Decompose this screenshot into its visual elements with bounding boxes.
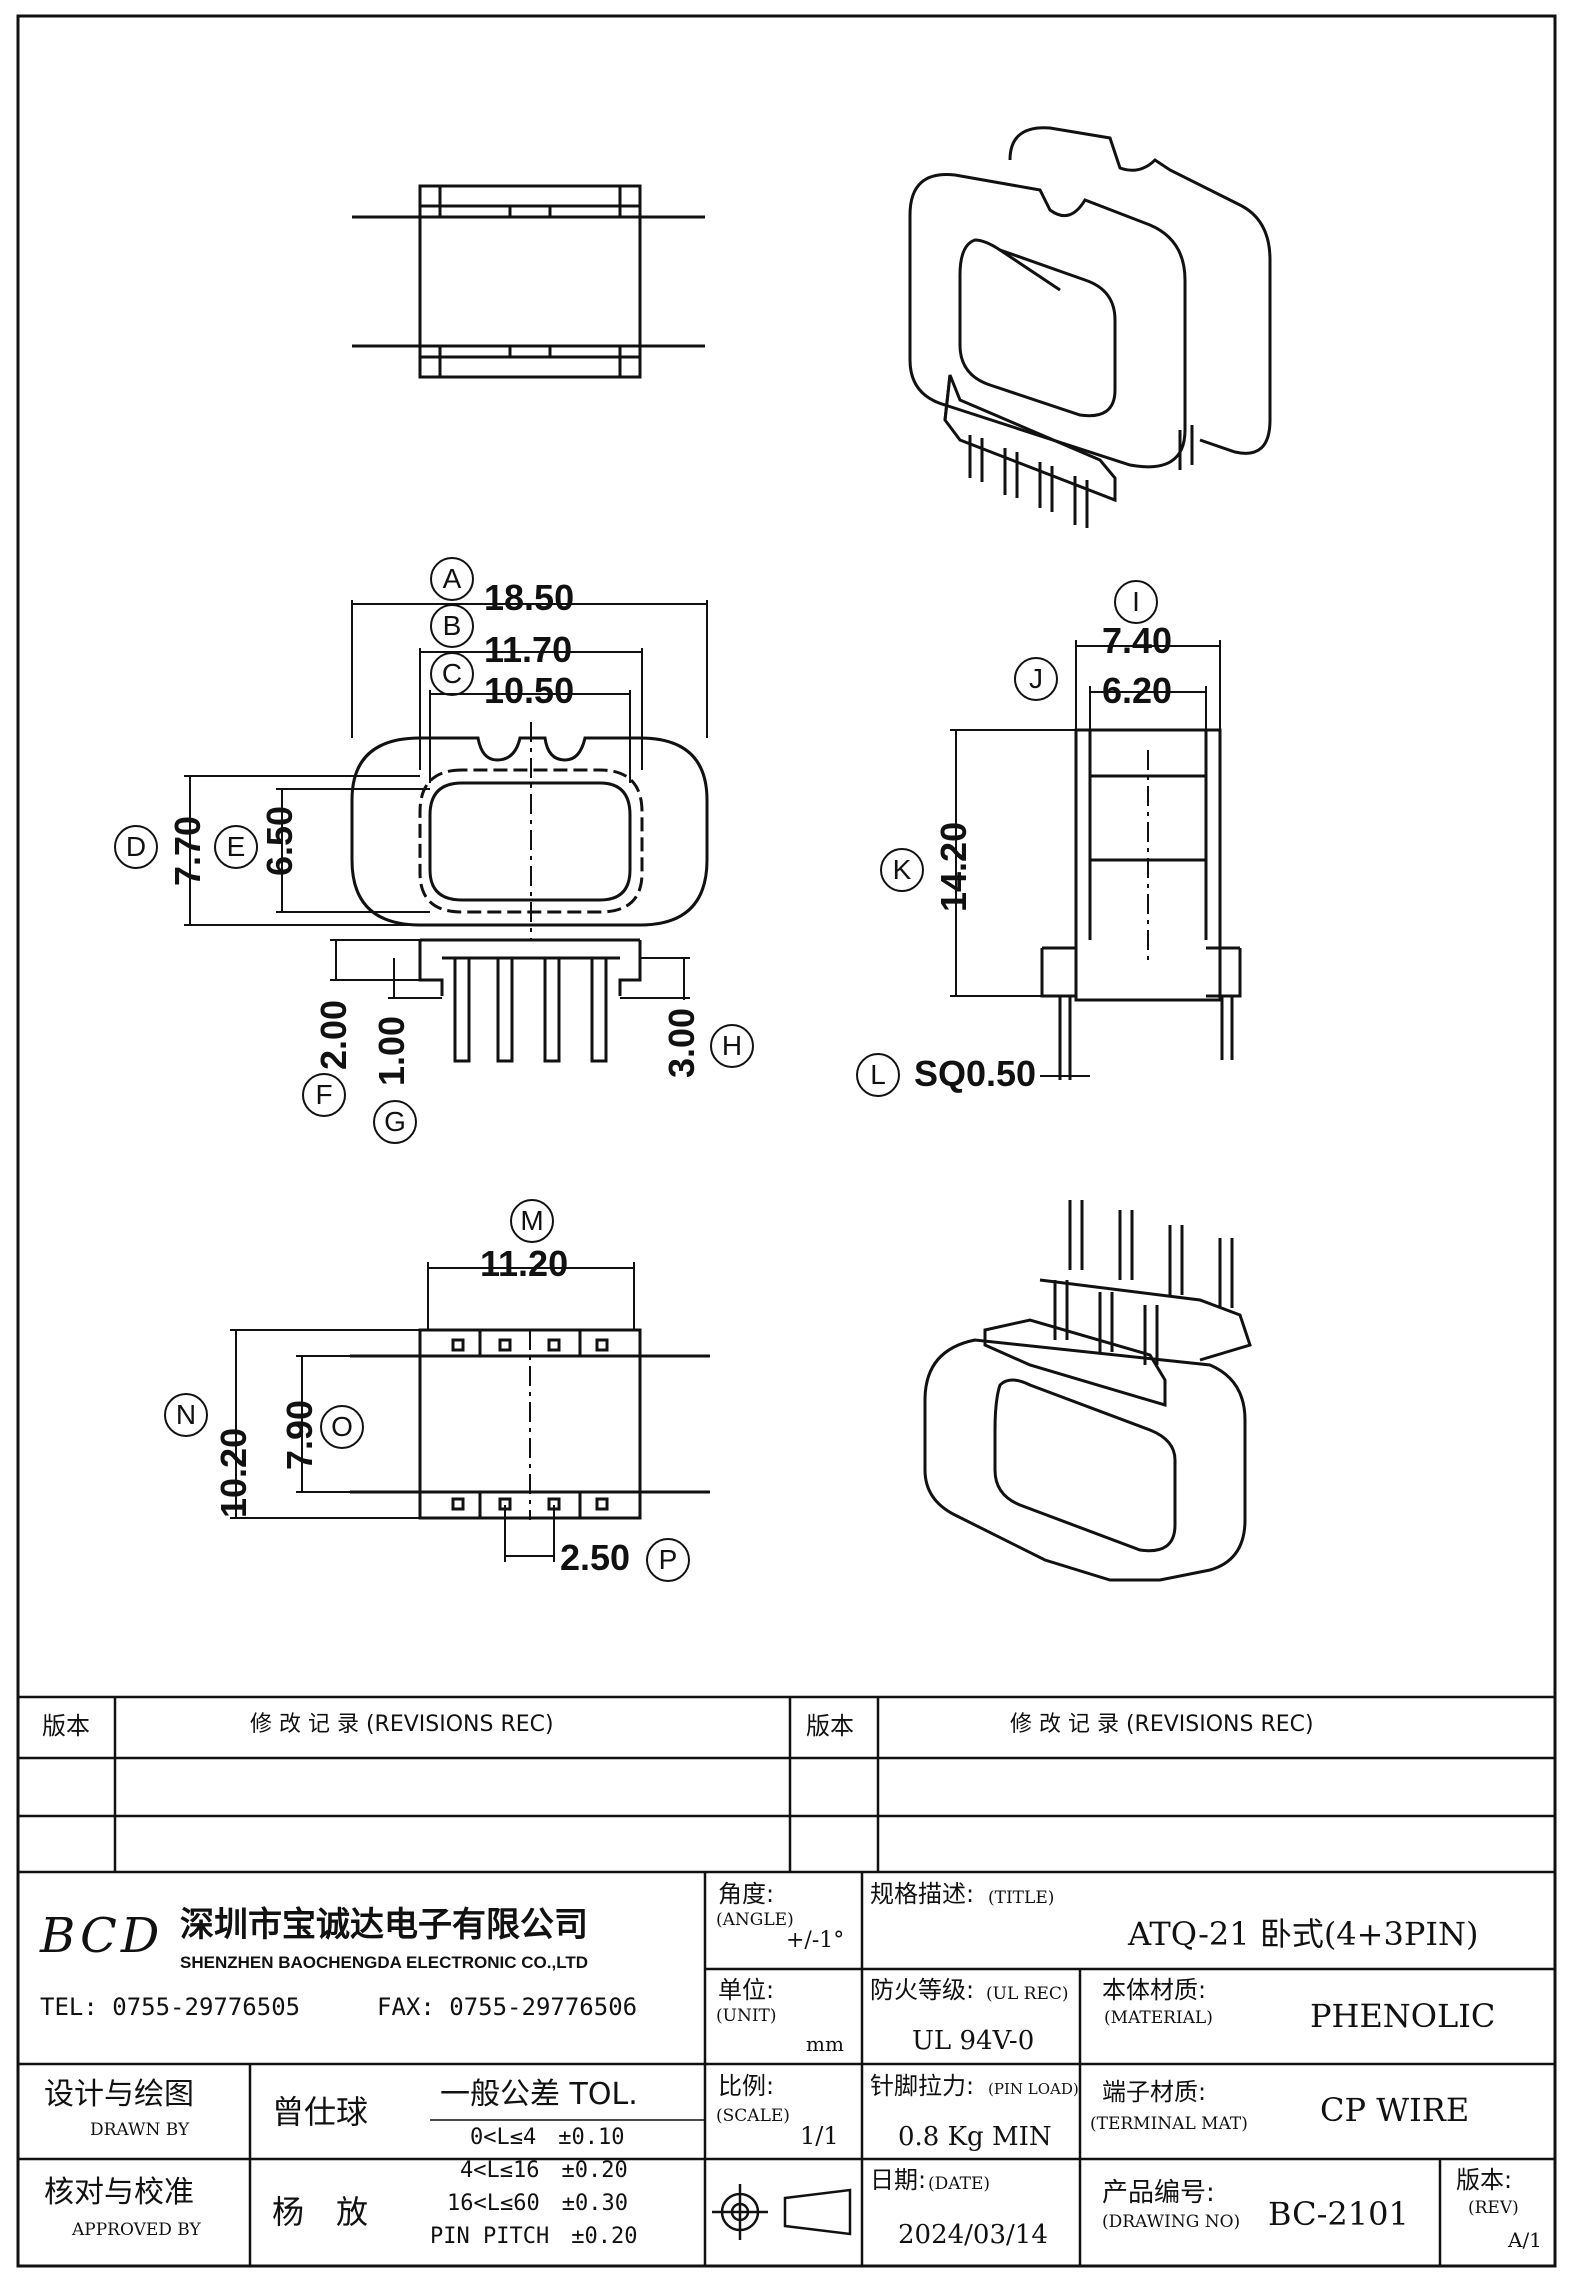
- angle-sub: (ANGLE): [716, 1910, 794, 1930]
- tag-K: K: [880, 848, 924, 892]
- tag-E: E: [214, 825, 258, 869]
- unit-value: mm: [806, 2032, 844, 2056]
- rev-label: 版本:: [1456, 2166, 1513, 2194]
- unit-sub: (UNIT): [716, 2006, 777, 2026]
- dim-J: 6.20: [1102, 670, 1173, 711]
- unit-label: 单位:: [718, 1976, 775, 2004]
- side-dims: [950, 640, 1221, 1077]
- tag-A: A: [430, 557, 474, 601]
- angle-label: 角度:: [718, 1880, 775, 1908]
- company-name-cn: 深圳市宝诚达电子有限公司: [180, 1905, 588, 1945]
- tag-I: I: [1114, 580, 1158, 624]
- rev-value: A/1: [1508, 2228, 1542, 2252]
- dim-O: 7.90: [279, 1399, 320, 1470]
- isometric-view-top: [908, 126, 1272, 528]
- scale-sub: (SCALE): [716, 2106, 790, 2126]
- tag-O: O: [320, 1405, 364, 1449]
- bottom-dims: [230, 1262, 635, 1562]
- tag-H: H: [710, 1024, 754, 1068]
- dim-N: 10.20: [213, 1427, 254, 1518]
- rev-record-label-left: 修 改 记 录 (REVISIONS REC): [250, 1712, 554, 1737]
- date-label: 日期:: [870, 2166, 927, 2194]
- spec-sub: (TITLE): [988, 1888, 1055, 1908]
- scale-value: 1/1: [800, 2122, 839, 2150]
- isometric-view-bottom: [923, 1200, 1252, 1582]
- dim-E: 6.50: [259, 805, 300, 876]
- check-sub: APPROVED BY: [72, 2220, 201, 2240]
- side-view: [1040, 728, 1242, 1080]
- tol-row-3: 16<L≤60 ±0.30: [447, 2191, 628, 2216]
- check-label: 核对与校准: [44, 2175, 194, 2210]
- rev-version-label-right: 版本: [806, 1712, 854, 1740]
- tag-P: P: [646, 1538, 690, 1582]
- fire-value: UL 94V-0: [912, 2026, 1035, 2056]
- dim-D: 7.70: [167, 815, 208, 886]
- rev-record-label-right: 修 改 记 录 (REVISIONS REC): [1010, 1712, 1314, 1737]
- pin-value: 0.8 Kg MIN: [898, 2122, 1052, 2152]
- tol-header: 一般公差 TOL.: [440, 2077, 638, 2112]
- spec-label: 规格描述:: [870, 1880, 975, 1908]
- tag-D: D: [114, 825, 158, 869]
- projection-symbol: [712, 2184, 852, 2240]
- tol-row-2: 4<L≤16 ±0.20: [460, 2158, 628, 2183]
- company-logo: BCD: [40, 1908, 164, 1964]
- bottom-view: [350, 1328, 710, 1520]
- tag-C: C: [430, 652, 474, 696]
- rev-sub: (REV): [1468, 2198, 1519, 2218]
- dim-A: 18.50: [484, 577, 575, 618]
- tol-row-4: PIN PITCH ±0.20: [430, 2224, 638, 2249]
- scale-label: 比例:: [718, 2072, 775, 2100]
- dim-I: 7.40: [1102, 620, 1173, 661]
- company-name-en: SHENZHEN BAOCHENGDA ELECTRONIC CO.,LTD: [180, 1953, 588, 1972]
- title-block-grid: [18, 1695, 1555, 2266]
- designer-name: 曾仕球: [272, 2093, 369, 2131]
- checker-name: 杨 放: [272, 2193, 369, 2231]
- terminal-value: CP WIRE: [1320, 2091, 1470, 2129]
- design-label: 设计与绘图: [44, 2077, 194, 2112]
- dim-F: 2.00: [313, 999, 354, 1070]
- drawing-no-value: BC-2101: [1268, 2195, 1409, 2233]
- tag-N: N: [164, 1393, 208, 1437]
- dim-B: 11.70: [484, 629, 573, 670]
- material-label: 本体材质:: [1102, 1976, 1207, 2004]
- terminal-sub: (TERMINAL MAT): [1090, 2114, 1248, 2134]
- tag-L: L: [856, 1053, 900, 1097]
- tag-G: G: [373, 1100, 417, 1144]
- terminal-label: 端子材质:: [1102, 2078, 1207, 2106]
- date-value: 2024/03/14: [898, 2220, 1048, 2250]
- tag-J: J: [1014, 657, 1058, 701]
- dim-C: 10.50: [484, 670, 575, 711]
- company-tel: TEL: 0755-29776505: [40, 1993, 301, 2021]
- company-fax: FAX: 0755-29776506: [377, 1993, 638, 2021]
- drawing-no-sub: (DRAWING NO): [1102, 2212, 1241, 2232]
- dim-G: 1.00: [371, 1015, 412, 1086]
- pin-label: 针脚拉力:: [870, 2072, 975, 2100]
- dim-M: 11.20: [480, 1243, 569, 1284]
- spec-value: ATQ-21 卧式(4+3PIN): [1128, 1915, 1479, 1953]
- fire-sub: (UL REC): [986, 1984, 1069, 2004]
- tag-B: B: [430, 604, 474, 648]
- tag-F: F: [302, 1073, 346, 1117]
- fire-label: 防火等级:: [870, 1976, 975, 2004]
- tol-row-1: 0<L≤4 ±0.10: [470, 2125, 625, 2150]
- dim-H: 3.00: [661, 1007, 702, 1078]
- dim-P: 2.50: [560, 1537, 631, 1578]
- material-value: PHENOLIC: [1310, 1997, 1496, 2035]
- tag-M: M: [510, 1199, 554, 1243]
- design-sub: DRAWN BY: [90, 2120, 190, 2140]
- date-sub: (DATE): [928, 2174, 990, 2194]
- sheet-border: [16, 14, 1557, 2268]
- top-view: [352, 184, 705, 379]
- dim-K: 14.20: [933, 821, 974, 912]
- rev-version-label-left: 版本: [42, 1712, 90, 1740]
- dim-L: SQ0.50: [914, 1053, 1037, 1094]
- front-view: [350, 722, 709, 1063]
- pin-sub: (PIN LOAD): [988, 2080, 1079, 2098]
- angle-value: +/-1°: [786, 1928, 845, 1953]
- material-sub: (MATERIAL): [1104, 2008, 1213, 2028]
- drawing-no-label: 产品编号:: [1102, 2178, 1215, 2208]
